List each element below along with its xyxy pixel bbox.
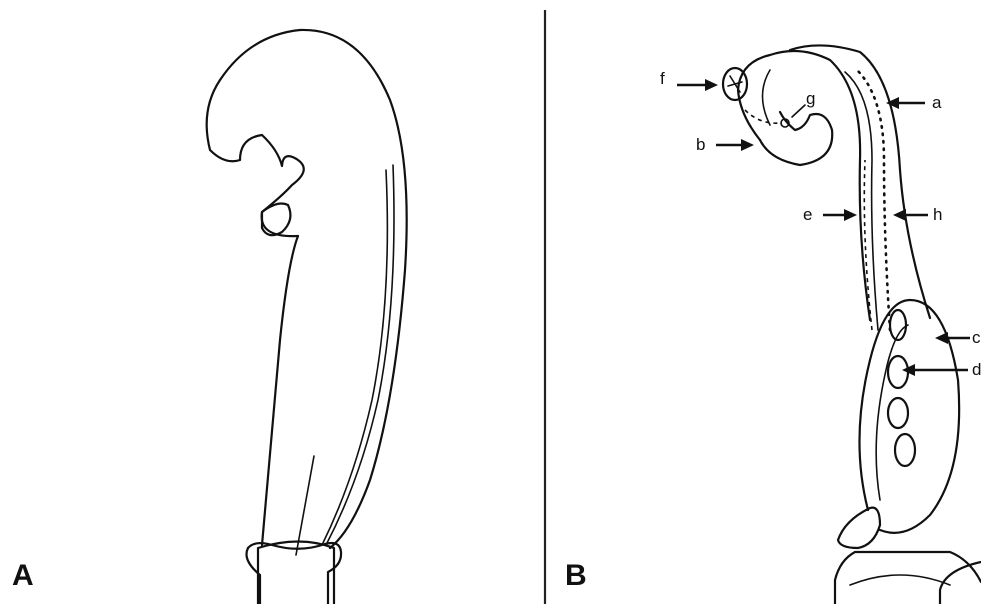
label-b: b [696,135,754,154]
label-f: f [660,69,718,91]
panel-b-drawing [723,45,981,604]
svg-text:d: d [972,360,981,379]
label-c: c [935,328,981,347]
panel-a-label: A [12,559,34,592]
panel-a-drawing [207,30,407,604]
svg-text:c: c [972,328,981,347]
svg-text:a: a [932,93,942,112]
svg-text:e: e [803,205,812,224]
label-g: g [792,89,815,117]
ovule [888,356,908,388]
label-h: h [893,205,942,224]
svg-text:h: h [933,205,942,224]
svg-text:f: f [660,69,665,88]
ovule [888,398,908,428]
ovule [895,434,915,466]
label-e: e [803,205,857,224]
panel-b-label: B [565,559,587,592]
svg-text:g: g [806,89,815,108]
svg-text:b: b [696,135,705,154]
label-a: a [886,93,942,112]
label-d: d [902,360,981,379]
